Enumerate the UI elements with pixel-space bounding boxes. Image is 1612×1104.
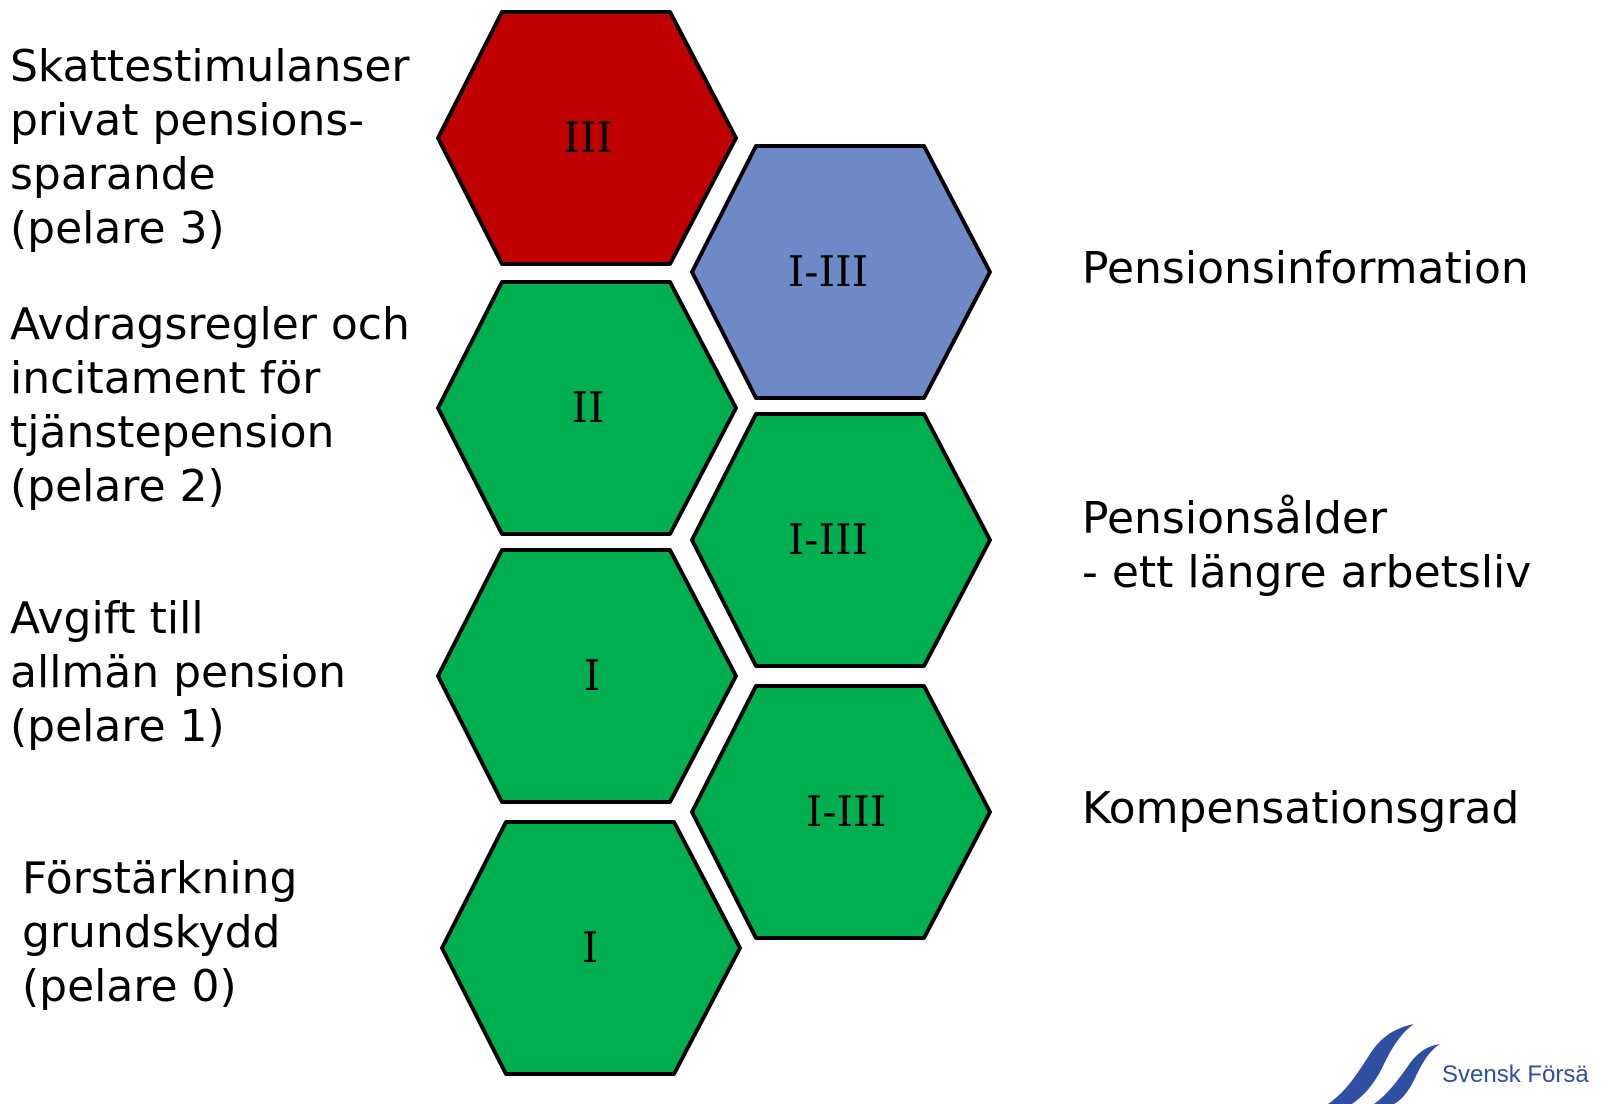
label-line: incitament för	[10, 353, 321, 404]
label-line: (pelare 1)	[10, 701, 225, 752]
label-pensionsalder: Pensionsålder - ett längre arbetsliv	[1082, 492, 1531, 600]
hexagon-label: I-III	[788, 247, 869, 296]
hexagon-label: I	[582, 923, 599, 972]
hexagon-pelare-1: I	[436, 548, 738, 804]
label-line: Förstärkning	[22, 853, 298, 904]
label-line: Kompensationsgrad	[1082, 783, 1520, 834]
hexagon-pelare-2: II	[436, 280, 738, 536]
label-line: allmän pension	[10, 647, 346, 698]
label-line: Avdragsregler och	[10, 299, 410, 350]
hexagon-shape	[440, 820, 742, 1076]
hexagon-shape	[436, 10, 738, 266]
hexagon-shape	[436, 280, 738, 536]
hexagon-label: I-III	[806, 787, 887, 836]
label-line: grundskydd	[22, 907, 281, 958]
svensk-forsakring-logo: Svensk Försä	[1318, 1020, 1612, 1104]
label-pensionsinformation: Pensionsinformation	[1082, 242, 1529, 296]
label-pelare-3: Skattestimulanser privat pensions- spara…	[10, 40, 409, 256]
hexagon-label: I-III	[788, 515, 869, 564]
logo-mark-icon	[1328, 1024, 1414, 1104]
label-line: (pelare 0)	[22, 961, 237, 1012]
hexagon-pensionsinformation: I-III	[690, 144, 992, 400]
hexagon-shape	[436, 548, 738, 804]
hexagon-shape	[690, 144, 992, 400]
hexagon-pensionsalder: I-III	[690, 412, 992, 668]
label-line: tjänstepension	[10, 407, 335, 458]
label-pelare-2: Avdragsregler och incitament för tjänste…	[10, 298, 410, 514]
hexagon-kompensationsgrad: I-III	[690, 684, 992, 940]
label-line: (pelare 2)	[10, 461, 225, 512]
label-line: Pensionsinformation	[1082, 243, 1529, 294]
hexagon-label: III	[563, 113, 613, 162]
label-line: privat pensions-	[10, 95, 365, 146]
label-line: Pensionsålder	[1082, 493, 1388, 544]
hexagon-label: I	[584, 651, 601, 700]
hexagon-shape	[690, 412, 992, 668]
hexagon-pelare-0: I	[440, 820, 742, 1076]
logo-text: Svensk Försä	[1442, 1061, 1589, 1088]
label-line: sparande	[10, 149, 216, 200]
label-line: Avgift till	[10, 593, 204, 644]
logo-mark-icon	[1374, 1044, 1440, 1104]
hexagon-shape	[690, 684, 992, 940]
label-line: - ett längre arbetsliv	[1082, 547, 1532, 598]
label-pelare-0: Förstärkning grundskydd (pelare 0)	[22, 852, 297, 1014]
label-pelare-1: Avgift till allmän pension (pelare 1)	[10, 592, 346, 754]
label-line: Skattestimulanser	[10, 41, 410, 92]
hexagon-pelare-3: III	[436, 10, 738, 266]
label-kompensationsgrad: Kompensationsgrad	[1082, 782, 1519, 836]
hexagon-label: II	[571, 383, 604, 432]
label-line: (pelare 3)	[10, 203, 225, 254]
